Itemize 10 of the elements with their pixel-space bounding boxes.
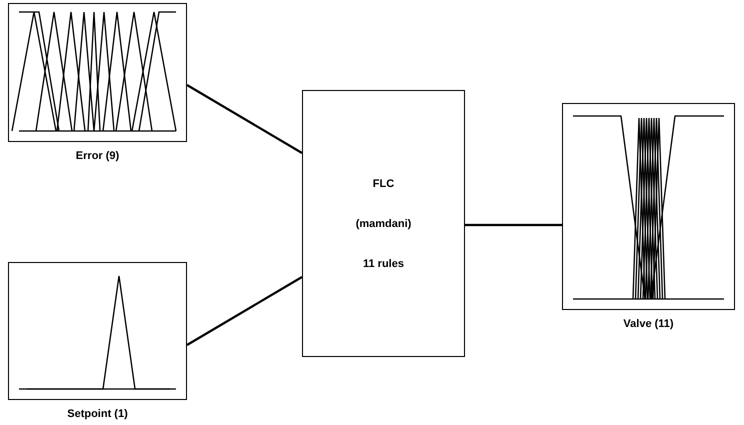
plot-label: Valve (11) [622,318,675,330]
process-box [302,90,465,357]
box-text: (mamdani) [356,218,412,230]
connector-line [186,276,303,346]
box-text: FLC [372,178,394,190]
plot-label: Error (9) [74,150,120,162]
connector-line [465,224,562,226]
connector-line [186,84,303,154]
plot-label: Setpoint (1) [66,408,129,420]
box-text: 11 rules [363,258,404,270]
